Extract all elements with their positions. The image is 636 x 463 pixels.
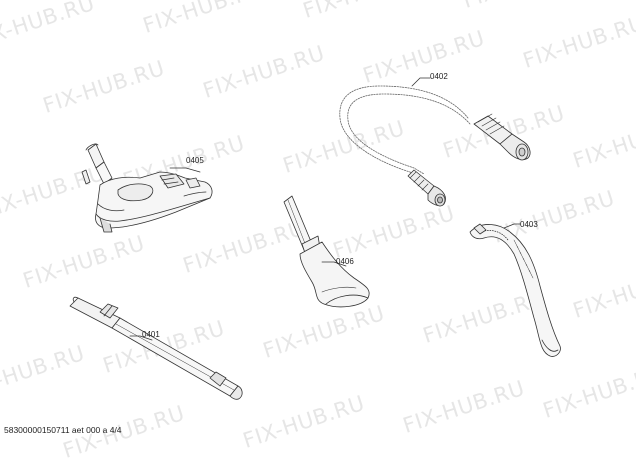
floor-nozzle-part [81, 143, 213, 233]
suction-hose-part [339, 77, 531, 207]
parts-diagram [69, 77, 561, 400]
hose-handle-part [469, 223, 561, 357]
document-id-footer: 58300000150711 aet 000 a 4/4 [4, 425, 122, 435]
part-label-0405: 0405 [186, 156, 204, 165]
part-label-0402: 0402 [430, 72, 448, 81]
part-label-0401: 0401 [142, 330, 160, 339]
crevice-tool-part [283, 195, 370, 308]
part-label-0403: 0403 [520, 220, 538, 229]
telescopic-tube-part [69, 296, 243, 400]
part-label-0406: 0406 [336, 257, 354, 266]
